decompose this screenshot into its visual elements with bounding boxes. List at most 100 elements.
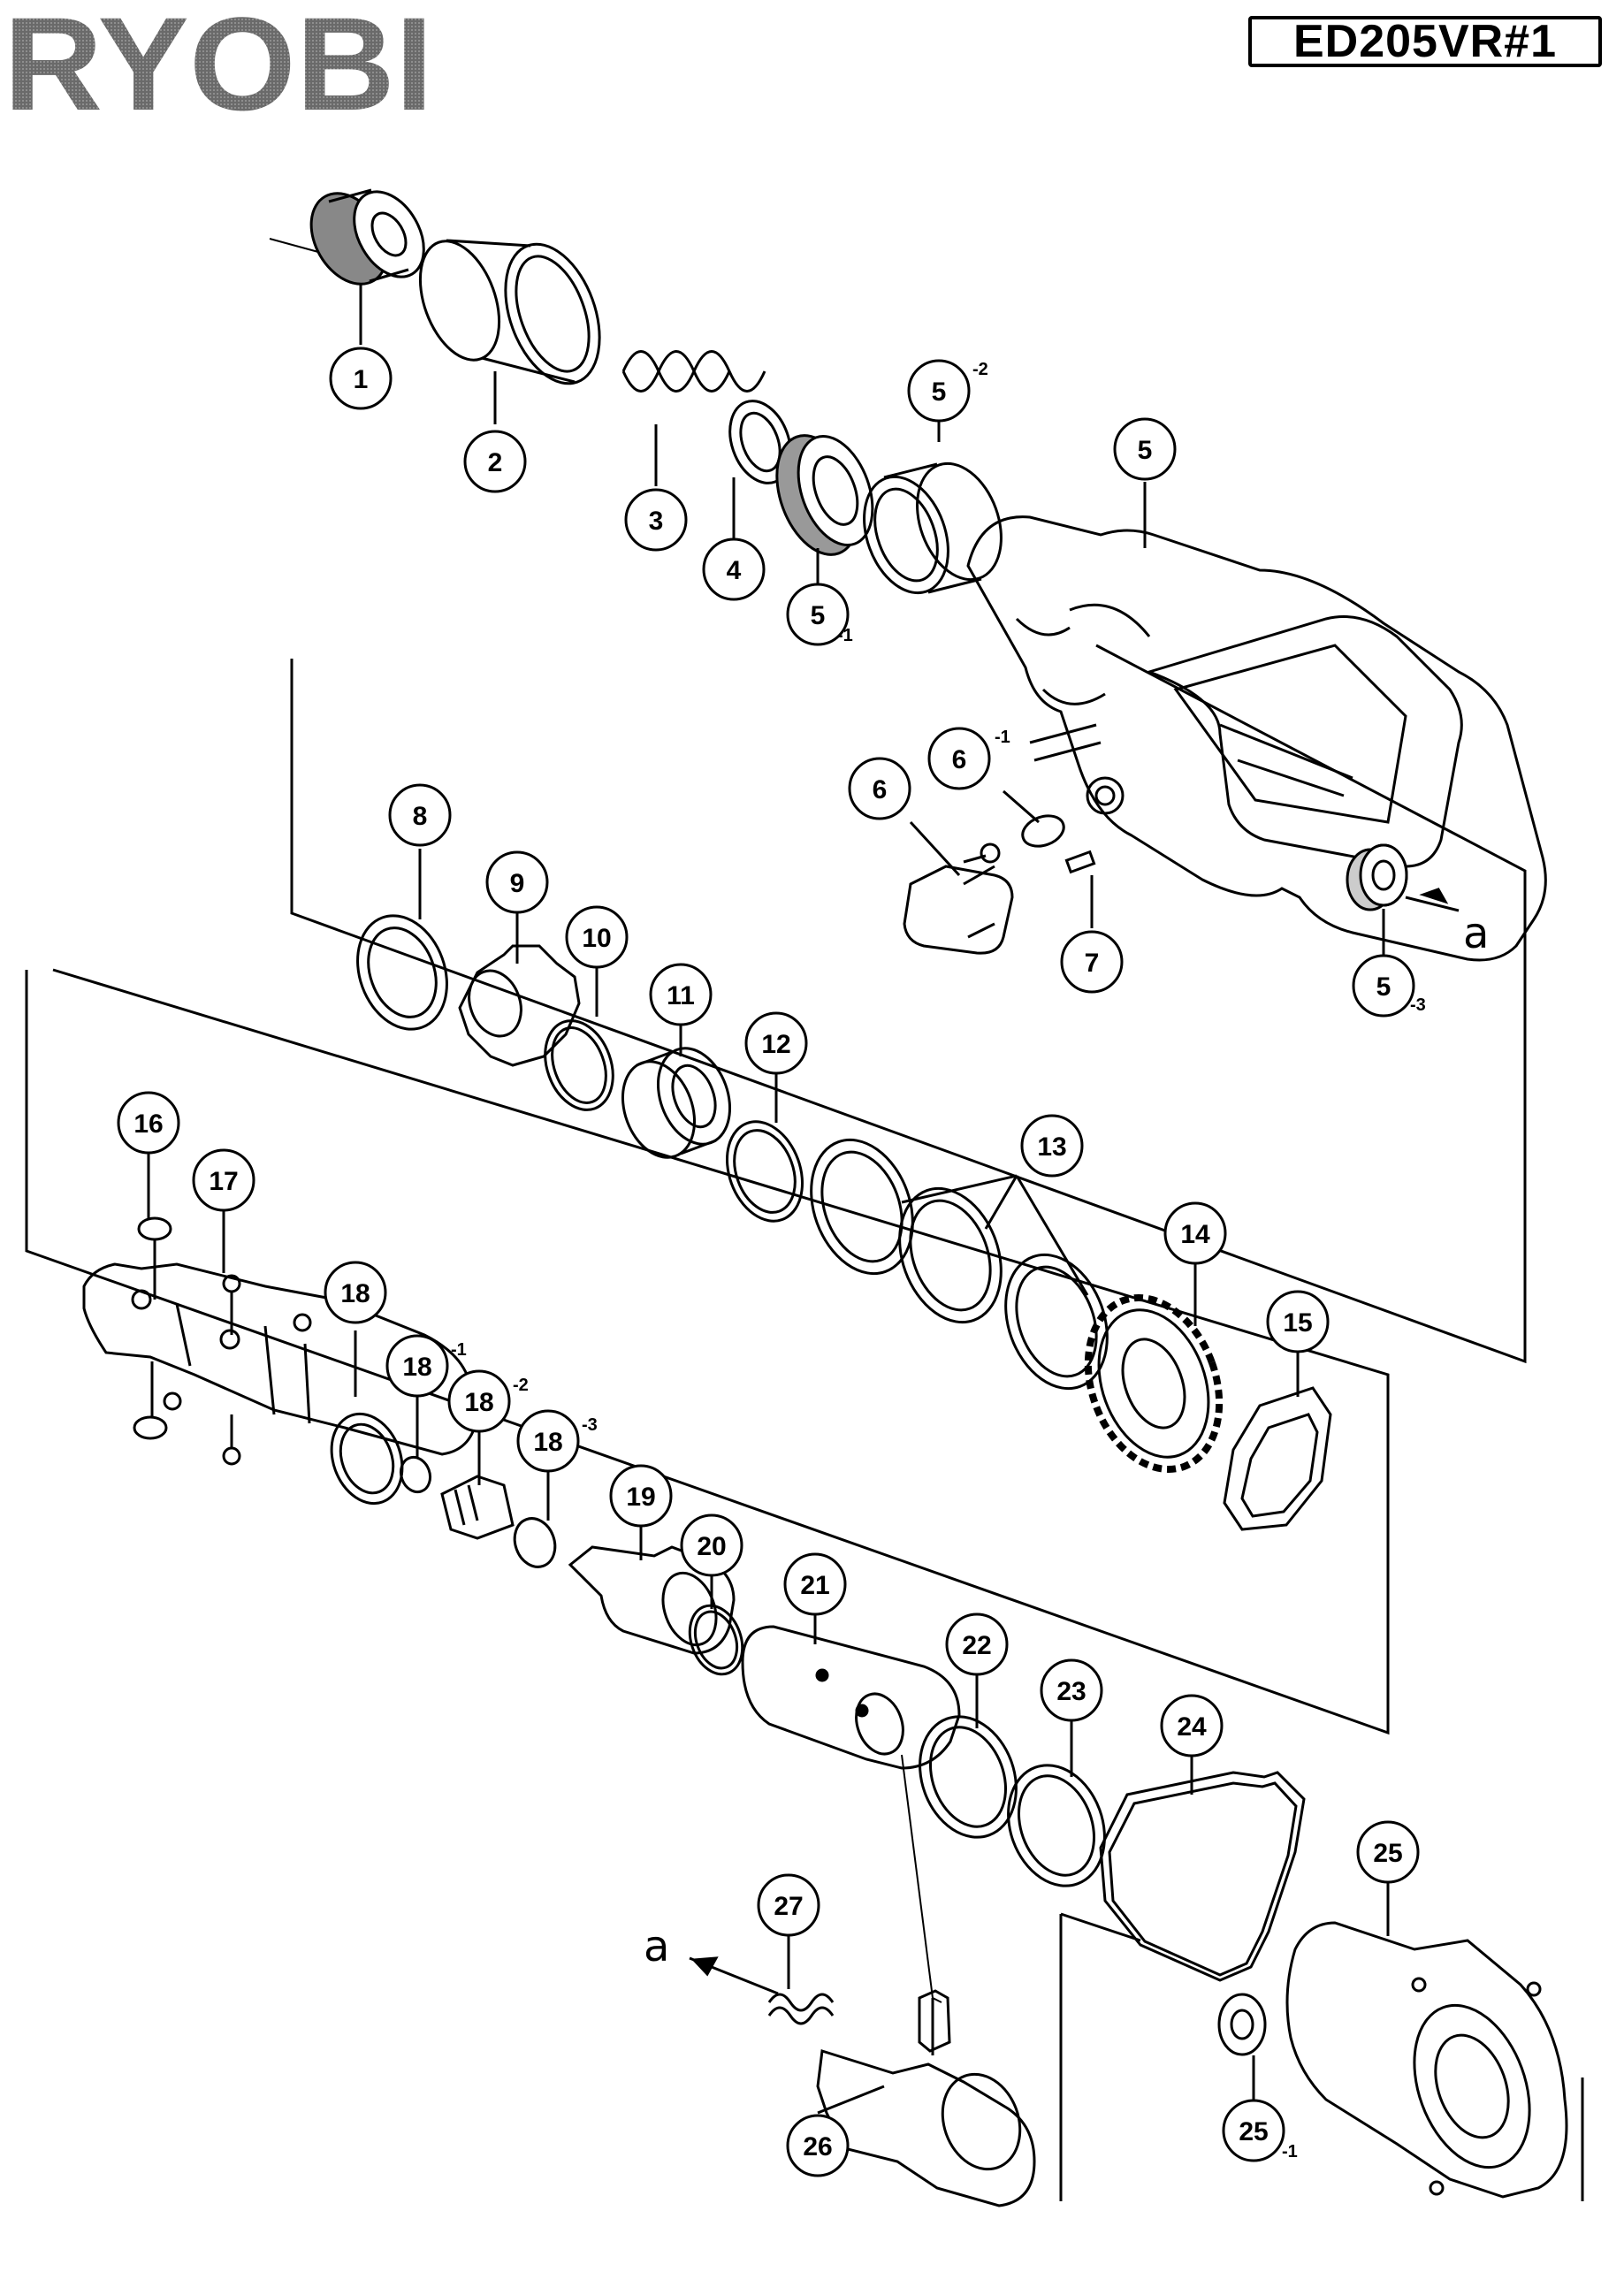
callout-number: 10 — [582, 924, 611, 953]
callout-c6: 6 — [848, 757, 911, 820]
callout-circle — [1356, 1820, 1420, 1884]
callout-circle — [485, 850, 549, 914]
part-12-snap-ring — [725, 1120, 804, 1223]
part-24-gasket — [1099, 1771, 1306, 1982]
part-9-clutch-plate — [458, 944, 581, 1067]
callout-number: 7 — [1085, 949, 1100, 978]
callout-c6-1: 6 -1 — [927, 727, 1010, 790]
callout-c5-3: 5-3 — [1352, 954, 1426, 1018]
part-10-snap-ring — [544, 1019, 614, 1111]
callout-circle — [117, 1091, 180, 1155]
callout-c11: 11 — [649, 963, 713, 1026]
callout-circle — [516, 1409, 580, 1473]
callout-circle — [463, 430, 527, 493]
part-18-3-o-ring — [513, 1517, 557, 1568]
callout-circle — [786, 583, 850, 646]
callout-number: 6 — [952, 745, 967, 774]
callout-number: 18 — [340, 1279, 370, 1308]
callout-number: 6 — [873, 775, 888, 804]
callout-number: 16 — [133, 1109, 163, 1139]
callout-circle — [786, 2114, 850, 2177]
callout-c5-2: 5-2 — [907, 359, 988, 423]
callout-number: 18 — [402, 1353, 431, 1382]
callout-number: 17 — [209, 1167, 238, 1196]
part-14-gear — [1084, 1294, 1224, 1473]
callout-c18-1: 18 -1 — [385, 1334, 467, 1398]
callout-circle — [1222, 2099, 1285, 2162]
callout-circle — [324, 1261, 387, 1324]
callout-circle — [927, 727, 991, 790]
callout-number: 3 — [649, 507, 664, 536]
part-23-washer — [1007, 1764, 1106, 1887]
callout-c9: 9 — [485, 850, 549, 914]
callout-circle — [848, 757, 911, 820]
callout-c25: 25 — [1356, 1820, 1420, 1884]
callout-number: 8 — [413, 802, 428, 831]
callout-c24: 24 — [1160, 1694, 1224, 1757]
callout-number: 2 — [488, 448, 503, 477]
callout-number: 27 — [774, 1892, 803, 1921]
callout-suffix: -1 — [451, 1340, 467, 1360]
callout-c5-1: 5-1 — [786, 583, 853, 646]
part-25-crank-case — [1285, 1921, 1568, 2199]
callout-circle — [447, 1369, 511, 1433]
callout-c18-3: 18-3 — [516, 1409, 598, 1473]
callout-c19: 19 — [609, 1464, 673, 1528]
callout-circle — [609, 1464, 673, 1528]
callout-c4: 4 — [702, 538, 766, 601]
model-number: ED205VR#1 — [1248, 16, 1602, 67]
callout-circle — [192, 1148, 255, 1212]
callout-number: 25 — [1373, 1839, 1402, 1868]
callout-number: 18 — [533, 1428, 562, 1457]
callout-c17: 17 — [192, 1148, 255, 1212]
callout-circle — [649, 963, 713, 1026]
callout-circle — [1352, 954, 1415, 1018]
part-17-ball — [222, 1274, 241, 1293]
callout-number: 23 — [1056, 1677, 1086, 1706]
part-25-1-bearing — [1217, 1993, 1267, 2056]
callout-suffix: -1 — [995, 728, 1010, 747]
part-26-crank-shaft — [816, 1989, 1036, 2207]
part-3-spring — [621, 350, 766, 393]
callout-circle — [1163, 1201, 1227, 1265]
callout-circle — [744, 1011, 808, 1075]
callout-suffix: -3 — [1410, 995, 1426, 1015]
callout-number: 15 — [1283, 1308, 1312, 1338]
callout-circle — [757, 1873, 820, 1937]
callout-number: 4 — [727, 556, 742, 585]
callout-c2: 2 — [463, 430, 527, 493]
part-13-washers — [810, 1138, 1109, 1391]
part-27-spring — [767, 1993, 835, 2025]
part-18-2-plug — [440, 1475, 515, 1540]
callout-number: 14 — [1180, 1220, 1210, 1249]
callout-c27: 27 — [757, 1873, 820, 1937]
callout-number: 21 — [800, 1571, 829, 1600]
callout-group: 12345-15-256-1675-3891011121314151617181… — [117, 347, 1426, 2177]
callout-number: 25 — [1239, 2117, 1268, 2146]
callout-circle — [329, 347, 393, 410]
callout-number: 5 — [811, 601, 826, 630]
callout-circle — [1113, 417, 1177, 481]
callout-number: 22 — [962, 1631, 991, 1660]
callout-number: 19 — [626, 1483, 655, 1512]
callout-suffix: -1 — [1282, 2142, 1298, 2161]
callout-number: 26 — [803, 2132, 832, 2161]
arrow-marker-a-left: a — [644, 1922, 669, 1971]
part-7-pin — [1064, 850, 1096, 874]
callout-circle — [1266, 1290, 1330, 1353]
part-22-washer — [919, 1715, 1018, 1839]
callout-circle — [388, 783, 452, 847]
callout-number: 20 — [697, 1532, 726, 1561]
frame-middle-group — [25, 968, 1390, 1735]
callout-c26: 26 — [786, 2114, 850, 2177]
callout-c25-1: 25 -1 — [1222, 2099, 1298, 2162]
callout-number: 9 — [510, 869, 525, 898]
callout-c15: 15 — [1266, 1290, 1330, 1353]
part-5-3-bearing — [1346, 843, 1408, 911]
ryobi-logo: RYOBI — [4, 0, 433, 124]
part-11-collar — [621, 1047, 732, 1159]
callout-c18-2: 18-2 — [447, 1369, 529, 1433]
part-6-switch-knob — [903, 842, 1014, 955]
part-15-plate — [1223, 1386, 1332, 1531]
